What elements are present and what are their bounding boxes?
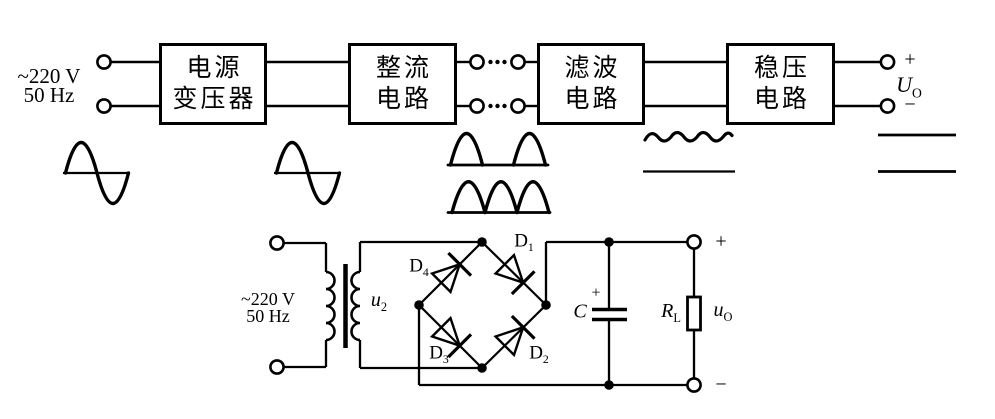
load-plus-sign: +	[715, 230, 727, 253]
block-filter: 滤波 电路	[537, 43, 645, 125]
load-resistor-icon	[686, 295, 702, 332]
mains-voltage-text: ~220 V	[17, 64, 81, 88]
block-label-line1: 滤波	[564, 55, 621, 82]
block-diagram-wires	[110, 60, 881, 108]
load-voltage-sub: O	[723, 309, 733, 324]
load-voltage-base: u	[713, 298, 724, 321]
diode-d4-icon	[429, 251, 473, 295]
output-plus-sign: +	[904, 48, 916, 71]
diode-d3-sub: 3	[442, 353, 449, 367]
circuit-wires	[283, 240, 696, 387]
diode-d1-icon	[493, 252, 536, 296]
diode-d3-label: D3	[429, 343, 449, 366]
circuit-frequency-text: 50 Hz	[246, 306, 290, 326]
block-label-line2: 电路	[564, 86, 621, 113]
diode-d4-label: D4	[409, 256, 429, 279]
output-voltage-sub: O	[912, 85, 922, 101]
capacitor-polarity-sign: +	[591, 284, 601, 302]
primary-coil-icon	[325, 270, 336, 342]
block-label-line1: 稳压	[753, 55, 810, 82]
mains-terminal-bottom	[96, 98, 112, 114]
load-terminal-plus	[686, 234, 702, 250]
diode-d4-sub: 4	[422, 266, 429, 280]
half-wave-rectified-icon	[446, 131, 550, 167]
diode-d3-icon	[429, 315, 473, 359]
diode-d1-sub: 1	[527, 241, 534, 255]
filter-in-terminal-top	[510, 54, 526, 70]
block-regulator: 稳压 电路	[726, 43, 835, 125]
diode-d2-base: D	[529, 342, 543, 364]
circuit-voltage-text: ~220 V	[241, 289, 295, 309]
mains-frequency-text: 50 Hz	[23, 83, 75, 107]
diode-d2-label: D2	[529, 343, 549, 366]
block-rectifier: 整流 电路	[348, 43, 457, 125]
capacitor-label: C	[573, 300, 587, 323]
diode-d1-label: D1	[514, 231, 534, 254]
load-minus-sign: −	[715, 373, 727, 396]
load-resistor-sub: L	[673, 310, 681, 325]
primary-terminal-top	[269, 235, 285, 251]
secondary-voltage-label: u2	[370, 288, 388, 314]
block-label-line2: 电路	[375, 86, 432, 113]
filter-in-terminal-bottom	[510, 98, 526, 114]
diode-d2-icon	[493, 314, 536, 358]
load-terminal-minus	[686, 377, 702, 393]
output-voltage-label: UO	[896, 73, 922, 101]
sine-wave-icon-transformer	[274, 140, 342, 206]
output-terminal-minus	[879, 98, 896, 114]
secondary-coil-icon	[350, 270, 361, 342]
mains-source-label: ~220 V 50 Hz	[17, 64, 81, 107]
circuit-terminal-circles	[269, 234, 702, 393]
output-minus-sign: −	[904, 93, 916, 116]
block-label-line1: 整流	[375, 55, 432, 82]
capacitor-icon	[592, 307, 627, 322]
circuit-source-label: ~220 V 50 Hz	[241, 289, 295, 326]
terminal-circles	[96, 54, 896, 114]
block-label-line2: 变压器	[172, 86, 257, 113]
rectifier-out-terminal-bottom	[469, 98, 485, 114]
primary-terminal-bottom	[269, 359, 285, 375]
block-power-transformer: 电源 变压器	[159, 43, 267, 125]
diode-d3-base: D	[429, 342, 443, 364]
ripple-dc-icon	[643, 130, 735, 173]
full-wave-rectified-icon	[446, 180, 552, 215]
diode-d4-base: D	[409, 255, 423, 277]
ellipsis-dots-icon	[488, 59, 507, 109]
transformer-icon	[325, 264, 361, 348]
junction-dots	[414, 237, 614, 390]
secondary-voltage-sub: 2	[380, 299, 388, 314]
sine-wave-icon-input	[63, 140, 131, 206]
diode-d1-base: D	[514, 230, 528, 252]
block-label-line2: 电路	[753, 86, 810, 113]
diode-d2-sub: 2	[542, 353, 549, 367]
mains-terminal-top	[96, 54, 112, 70]
rectifier-out-terminal-top	[469, 54, 485, 70]
output-voltage-base: U	[896, 72, 913, 98]
smooth-dc-icon	[878, 133, 956, 173]
load-resistor-base: R	[661, 299, 674, 322]
load-resistor-label: RL	[661, 299, 681, 325]
load-voltage-label: uO	[713, 298, 733, 324]
secondary-voltage-base: u	[370, 288, 381, 311]
block-label-line1: 电源	[186, 55, 243, 82]
output-terminal-plus	[879, 54, 896, 70]
